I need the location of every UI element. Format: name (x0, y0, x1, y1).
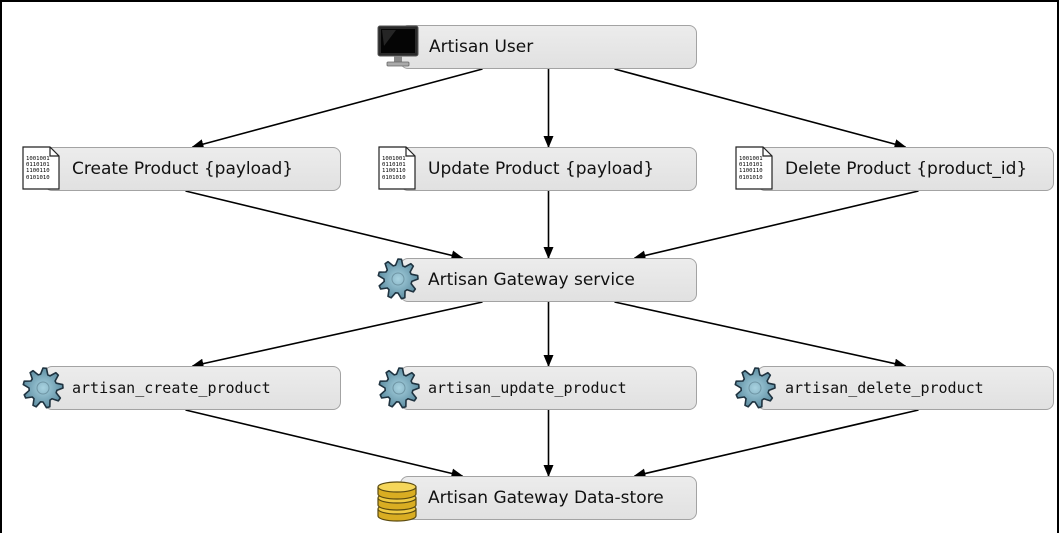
delete-product-node: Delete Product {product_id} (757, 147, 1054, 191)
binary-document-icon: 1001001 0110101 1100110 0101010 (735, 146, 773, 190)
edge-artisan_delete_product-to-data_store (633, 409, 919, 479)
gear-icon (377, 258, 419, 300)
create-product-node: Create Product {payload} (44, 147, 341, 191)
data-store-node: Artisan Gateway Data-store (400, 476, 697, 520)
update-product-label: Update Product {payload} (428, 159, 655, 179)
binary-text: 1001001 0110101 1100110 0101010 (382, 156, 406, 181)
edge-create_product-to-gateway_service (185, 190, 464, 261)
database-icon (377, 481, 417, 522)
artisan-update-product-label: artisan_update_product (428, 379, 627, 397)
edge-artisan_user-to-create_product (191, 68, 483, 149)
binary-text: 1001001 0110101 1100110 0101010 (26, 156, 50, 181)
artisan-user-node: Artisan User (400, 25, 697, 69)
gear-icon (378, 367, 420, 409)
data-store-label: Artisan Gateway Data-store (428, 488, 664, 508)
monitor-icon (377, 25, 419, 67)
edge-artisan_user-to-delete_product (614, 68, 907, 149)
edge-delete_product-to-gateway_service (633, 190, 919, 261)
artisan-delete-product-node: artisan_delete_product (757, 366, 1054, 410)
edge-gateway_service-to-artisan_create_product (191, 301, 483, 369)
binary-document-icon: 1001001 0110101 1100110 0101010 (22, 146, 60, 190)
gateway-service-label: Artisan Gateway service (428, 270, 635, 290)
binary-document-icon: 1001001 0110101 1100110 0101010 (378, 146, 416, 190)
artisan-create-product-node: artisan_create_product (44, 366, 341, 410)
binary-text: 1001001 0110101 1100110 0101010 (739, 156, 763, 181)
artisan-delete-product-label: artisan_delete_product (785, 379, 984, 397)
update-product-node: Update Product {payload} (400, 147, 697, 191)
gear-icon (22, 367, 64, 409)
artisan-create-product-label: artisan_create_product (72, 379, 271, 397)
delete-product-label: Delete Product {product_id} (785, 159, 1028, 179)
gateway-service-node: Artisan Gateway service (400, 258, 697, 302)
edge-artisan_create_product-to-data_store (185, 409, 464, 479)
artisan-user-label: Artisan User (429, 37, 534, 57)
edge-gateway_service-to-artisan_delete_product (614, 301, 907, 369)
artisan-update-product-node: artisan_update_product (400, 366, 697, 410)
gear-icon (734, 367, 776, 409)
create-product-label: Create Product {payload} (72, 159, 294, 179)
